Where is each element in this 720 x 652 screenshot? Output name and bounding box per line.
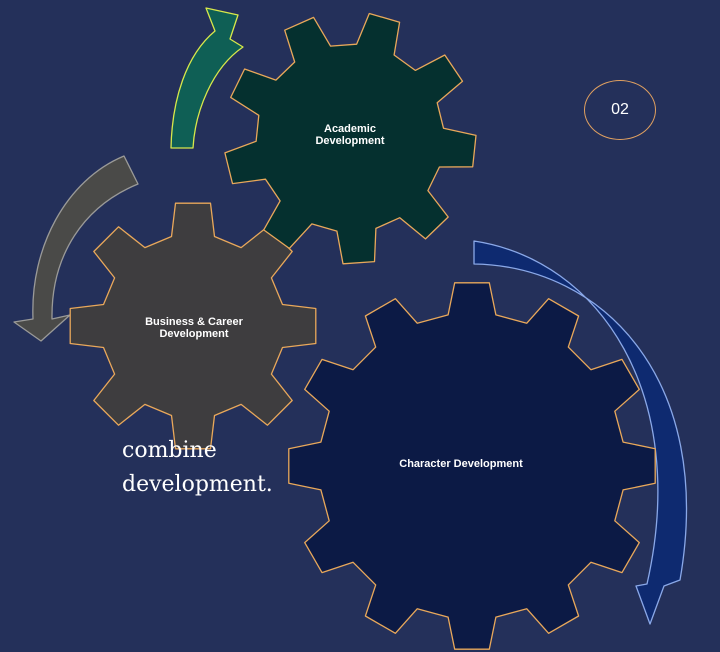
cycle-arrow-character xyxy=(473,240,688,625)
gear-label-academic: Academic Development xyxy=(315,123,385,147)
slide-number-badge: 02 xyxy=(584,80,656,140)
cycle-arrow-business xyxy=(13,155,139,342)
cycle-arrow-academic xyxy=(170,7,244,149)
body-text-line-2: development. xyxy=(122,472,273,497)
gear-character xyxy=(288,282,656,650)
body-text-line-1: combine xyxy=(122,438,217,463)
gear-label-character: Character Development xyxy=(399,458,523,470)
gear-academic xyxy=(224,12,477,265)
gear-label-business: Business & Career Development xyxy=(145,316,243,340)
slide-number: 02 xyxy=(611,101,629,118)
